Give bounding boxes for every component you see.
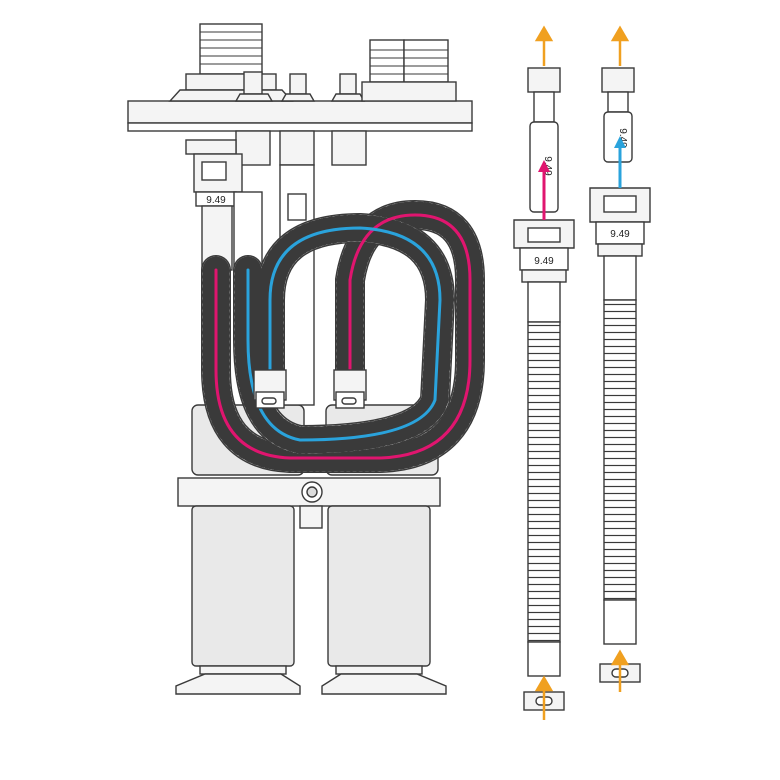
terminal-stud-2 — [289, 73, 307, 95]
hose-b-corrugated — [603, 299, 637, 601]
hose-a — [513, 67, 575, 711]
hose-a-corrugated — [527, 321, 561, 643]
terminal-stud-3 — [339, 73, 357, 95]
top-plate — [127, 100, 473, 124]
return-fitting-hex — [361, 81, 457, 102]
bracket-tab — [299, 505, 323, 529]
under-nut-3 — [331, 130, 367, 166]
return-fitting-1 — [369, 39, 405, 83]
pump-cylinder-right — [327, 505, 431, 667]
hose-a-connector-label: 9.49 — [542, 156, 553, 176]
orange-arrow-up-icon — [610, 25, 630, 42]
pump-inlet-connectors — [253, 369, 367, 409]
hose-a-top-fitting — [527, 67, 561, 93]
pump-base-right — [321, 673, 447, 695]
hose-a-size-label: 9.49 — [534, 256, 554, 267]
top-plate-assembly — [127, 23, 473, 406]
hose-b — [589, 67, 651, 683]
orange-arrow-up-icon — [534, 25, 554, 42]
blue-flow-line-left — [246, 226, 442, 442]
terminal-stud-1 — [243, 71, 263, 95]
pump-cylinder-left — [191, 505, 295, 667]
hose-b-connector-label: 9.49 — [617, 128, 628, 148]
orange-arrow-up-icon — [610, 649, 630, 666]
orange-arrow-up-icon — [534, 675, 554, 692]
hose-loops — [201, 199, 485, 473]
left-outlet-fitting — [185, 139, 263, 271]
orange-flow-arrows — [534, 25, 630, 720]
blue-arrow-icon — [614, 136, 626, 148]
under-nut-2 — [279, 130, 315, 166]
return-fitting-2 — [403, 39, 449, 83]
hose-b-top-fitting — [601, 67, 635, 93]
pump-base-left — [175, 673, 301, 695]
hose-b-size-label: 9.49 — [610, 229, 630, 240]
fitting-size-label-left: 9.49 — [206, 195, 226, 206]
pink-arrow-icon — [538, 160, 550, 172]
pink-flow-line-left — [214, 213, 472, 460]
